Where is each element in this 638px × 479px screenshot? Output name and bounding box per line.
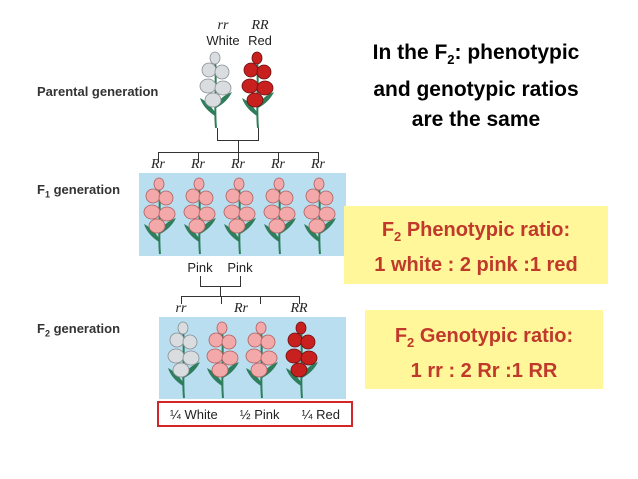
f1-pink-flower: [220, 174, 258, 256]
cross-line: [158, 152, 159, 160]
phenotypic-ratio-value: 1 white : 2 pink :1 red: [374, 254, 578, 276]
slide-title: In the F2: phenotypic and genotypic rati…: [372, 41, 580, 132]
phenotypic-ratio-heading: F2 Phenotypic ratio:: [381, 219, 571, 244]
cross-line: [221, 296, 222, 304]
f2-genotype-Rr: Rr: [234, 301, 248, 316]
cross-line: [260, 296, 261, 304]
f2-white-flower: [164, 318, 200, 398]
cross-line: [181, 296, 182, 304]
f2-result-pink: ½ Pink: [239, 406, 280, 422]
f1-genotype: Rr: [231, 157, 245, 172]
f1-pink-flower: [180, 174, 218, 256]
f1-genotype: Rr: [271, 157, 285, 172]
f2-result-red: ¼ Red: [301, 406, 340, 422]
cross-line: [258, 128, 259, 140]
f2-generation-label: F2 generation: [37, 321, 121, 339]
f2-red-flower: [282, 318, 318, 398]
cross-line: [238, 152, 239, 160]
cross-line: [181, 296, 300, 297]
cross-line: [220, 286, 221, 296]
phenotypic-ratio-box: F2 Phenotypic ratio: 1 white : 2 pink :1…: [344, 206, 608, 284]
f1-genotype: Rr: [191, 157, 205, 172]
f1-cross-phenotype: Pink: [227, 260, 253, 275]
f1-generation-label: F1 generation: [37, 182, 121, 200]
genotypic-ratio-value: 1 rr : 2 Rr :1 RR: [410, 360, 558, 382]
f1-pink-flower: [140, 174, 178, 256]
cross-line: [238, 140, 239, 152]
f1-pink-flower: [260, 174, 298, 256]
f2-result-box: ¼ White ½ Pink ¼ Red: [157, 401, 353, 427]
f2-pink-flower: [242, 318, 278, 398]
cross-line: [318, 152, 319, 160]
f2-result-white: ¼ White: [170, 406, 218, 422]
cross-line: [198, 152, 199, 160]
cross-line: [299, 296, 300, 304]
parent-red-flower: [238, 48, 278, 130]
f2-pink-flower: [203, 318, 239, 398]
f1-genotype: Rr: [151, 157, 165, 172]
parental-generation-label: Parental generation: [37, 84, 159, 99]
f1-genotype: Rr: [311, 157, 325, 172]
genotypic-ratio-box: F2 Genotypic ratio: 1 rr : 2 Rr :1 RR: [365, 310, 603, 389]
parent-white-phenotype: White: [206, 33, 240, 48]
f2-genotype-rr: rr: [175, 301, 187, 316]
cross-line: [278, 152, 279, 160]
f1-pink-flower: [300, 174, 338, 256]
f1-cross-phenotype: Pink: [187, 260, 213, 275]
parent-red-genotype: RR: [251, 18, 269, 33]
cross-line: [240, 276, 241, 286]
cross-line: [217, 128, 218, 140]
genotypic-ratio-heading: F2 Genotypic ratio:: [394, 325, 574, 350]
parent-white-genotype: rr: [217, 18, 229, 33]
parent-red-phenotype: Red: [248, 33, 272, 48]
parent-white-flower: [196, 48, 236, 130]
f2-genotype-RR: RR: [290, 301, 308, 316]
cross-line: [200, 276, 201, 286]
